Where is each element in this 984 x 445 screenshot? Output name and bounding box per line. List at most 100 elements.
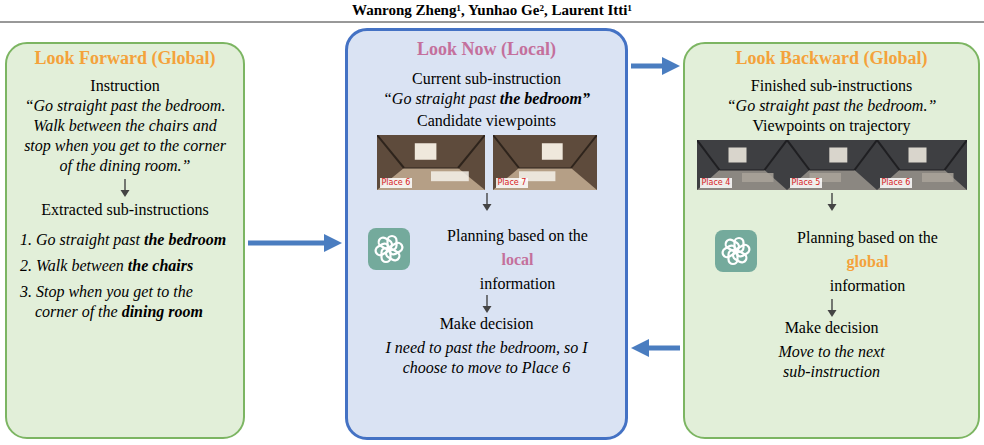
planning-text: Planning based on thelocalinformation	[410, 224, 625, 296]
node-text: “Go straight past	[383, 90, 496, 107]
text-line: Candidate viewpoints	[348, 111, 625, 131]
photo-frame: Place 4	[697, 140, 787, 190]
place-label: Place 6	[880, 178, 913, 188]
global-panel: Look Backward (Global) Finished sub-instr…	[683, 42, 980, 439]
photo-beam	[899, 170, 944, 171]
panel-title: Look Backward (Global)	[735, 48, 927, 68]
photo-furniture	[922, 173, 954, 182]
down-arrow	[480, 192, 494, 212]
local-panel: Look Now (Local) Current sub-instruction “…	[345, 28, 628, 440]
node-text: Candidate viewpoints	[417, 112, 556, 129]
photo-row: Place 6 Place 7	[348, 135, 625, 190]
text-line: Look Forward (Global)	[7, 46, 243, 70]
step-arrow	[685, 192, 978, 212]
flow-arrow	[644, 346, 680, 351]
logo-ground	[368, 228, 410, 270]
place-label: Place 6	[380, 178, 413, 188]
node-text: Planning based on the	[410, 224, 625, 248]
panel-title: Look Now (Local)	[417, 39, 556, 59]
node-text: Instruction	[90, 77, 159, 94]
photo-floor	[787, 170, 877, 190]
photo-beam	[809, 170, 854, 171]
logo-knot	[374, 236, 404, 262]
text-line: Viewpoints on trajectory	[685, 116, 978, 136]
down-arrow	[118, 178, 132, 198]
photo-row: Place 4 Place 5 Place 6	[685, 140, 978, 190]
planning-row: Planning based on theglobalinformation	[685, 226, 978, 298]
place-label: Place 4	[700, 178, 733, 188]
photo-floor	[377, 168, 485, 190]
arrow-head	[827, 310, 836, 317]
place-label: Place 5	[790, 178, 823, 188]
text-line: “Go straight pastthe bedroom”	[348, 89, 625, 109]
text-line: 3. Stop when you get to the corner of th…	[7, 282, 243, 322]
photo-floor	[493, 168, 597, 190]
photo-frame: Place 6	[377, 135, 485, 190]
rule-line	[0, 22, 984, 23]
openai-logo	[368, 228, 410, 270]
node-text: Planning based on the	[757, 226, 978, 250]
node-text: “Go straight past the bedroom. Walk betw…	[24, 97, 226, 174]
photo-beam	[404, 168, 458, 169]
photo-furniture	[431, 171, 469, 181]
node-text: Current sub-instruction	[412, 70, 561, 87]
author-title: Wanrong Zheng¹, Yunhao Ge², Laurent Itti…	[0, 1, 984, 19]
photo-beam	[944, 140, 967, 170]
openai-logo	[715, 230, 757, 272]
node-text: Finished sub-instructions	[751, 77, 912, 94]
place-label: Place 7	[496, 178, 529, 188]
text-line: 2. Walk betweenthe chairs	[7, 256, 243, 276]
photo-window	[829, 148, 847, 163]
node-text: dining room	[122, 303, 203, 320]
logo-ground	[715, 230, 757, 272]
logo-stroke	[724, 238, 741, 253]
down-arrow	[825, 192, 839, 212]
photo-beam	[787, 140, 810, 170]
text-line: 1. Go straight pastthe bedroom	[7, 230, 243, 250]
photo-ground	[377, 135, 485, 190]
arrow-head	[482, 204, 491, 211]
planning-text: Planning based on theglobalinformation	[757, 226, 978, 298]
node-text: the bedroom”	[500, 90, 590, 107]
photo-beam	[877, 140, 900, 170]
photo-frame: Place 5	[787, 140, 877, 190]
arrow-shaft	[124, 179, 125, 191]
arrow-shaft	[831, 193, 832, 205]
step-arrow	[348, 294, 625, 314]
photo-beam	[854, 140, 877, 170]
step-arrow	[7, 178, 243, 198]
photo-window	[908, 148, 926, 163]
photo-beam	[377, 135, 404, 168]
text-line: Extracted sub-instructions	[7, 200, 243, 220]
down-arrow	[480, 294, 494, 314]
node-text: I need to past the bedroom, so I choose …	[385, 339, 587, 376]
text-line: Move to the next sub-instruction	[756, 342, 908, 382]
photo-beam	[519, 168, 571, 169]
photo-floor	[697, 170, 787, 190]
text-line: Look Backward (Global)	[685, 46, 978, 70]
photo-window	[728, 148, 746, 163]
global-panel: Look Forward (Global) Instruction “Go stra…	[5, 42, 245, 439]
text-line: Make decision	[348, 314, 625, 334]
flow-arrow	[248, 241, 329, 246]
node-text: the chairs	[128, 257, 193, 274]
arrow-shaft	[831, 299, 832, 311]
node-text: the bedroom	[144, 231, 226, 248]
photo-beam	[764, 140, 787, 170]
node-text: Make decision	[785, 319, 879, 336]
text-line: Look Now (Local)	[348, 37, 625, 61]
down-arrow	[825, 298, 839, 318]
text-line: “Go straight past the bedroom. Walk betw…	[7, 96, 243, 176]
photo-floor	[877, 170, 967, 190]
text-line: Make decision	[685, 318, 978, 338]
text-line: Current sub-instruction	[348, 69, 625, 89]
arrow-head	[827, 204, 836, 211]
text-line: Finished sub-instructions	[685, 76, 978, 96]
text-line: “Go straight past the bedroom.”	[685, 96, 978, 116]
photo-window	[414, 143, 436, 160]
node-text: local	[410, 248, 625, 272]
text-line: Instruction	[7, 76, 243, 96]
photo-frame: Place 6	[877, 140, 967, 190]
photo-furniture	[742, 173, 774, 182]
